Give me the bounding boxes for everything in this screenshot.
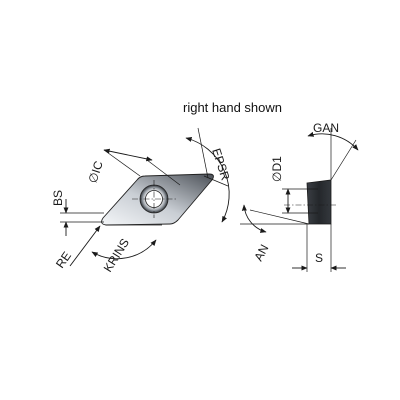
- ic-extension-2: [146, 159, 181, 186]
- label-re: RE: [53, 249, 74, 271]
- label-ic: ∅IC: [86, 159, 106, 185]
- label-s: S: [315, 251, 323, 265]
- label-bs: BS: [51, 190, 65, 206]
- caption-right-hand-shown: right hand shown: [183, 100, 282, 115]
- an-extension-inclined: [249, 209, 310, 225]
- epsr-extension-2: [197, 127, 209, 179]
- insert-front-view: ∅IC EPSR BS RE KRINS: [51, 127, 233, 275]
- an-arc: [241, 204, 267, 233]
- epsr-arc: [185, 137, 230, 223]
- label-d1: ∅D1: [270, 156, 284, 182]
- label-an: AN: [251, 242, 271, 263]
- insert-side-view: ∅D1 GAN AN S: [240, 121, 359, 272]
- krins-arc: [91, 239, 157, 260]
- re-leader: [69, 225, 101, 267]
- gan-extension-inclined: [330, 139, 357, 181]
- gan-arc: [307, 131, 359, 151]
- label-gan: GAN: [313, 121, 339, 135]
- ic-dimension-line: [103, 148, 153, 162]
- label-krins: KRINS: [101, 236, 132, 275]
- insert-side-body: [306, 179, 332, 225]
